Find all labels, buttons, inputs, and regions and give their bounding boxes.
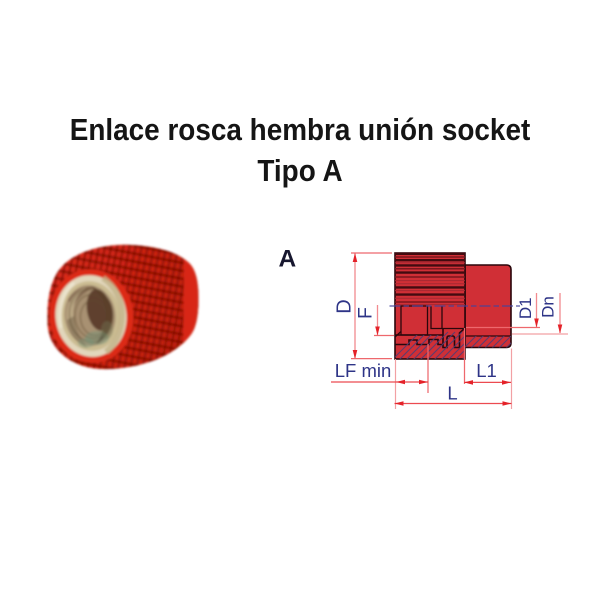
svg-text:D: D <box>334 299 356 313</box>
svg-text:L: L <box>447 383 457 404</box>
svg-text:F: F <box>355 307 377 319</box>
svg-text:D1: D1 <box>516 297 535 319</box>
svg-text:LF min: LF min <box>335 360 392 381</box>
svg-text:A: A <box>279 246 297 273</box>
svg-text:Dn: Dn <box>539 296 558 318</box>
svg-text:L1: L1 <box>476 360 497 381</box>
